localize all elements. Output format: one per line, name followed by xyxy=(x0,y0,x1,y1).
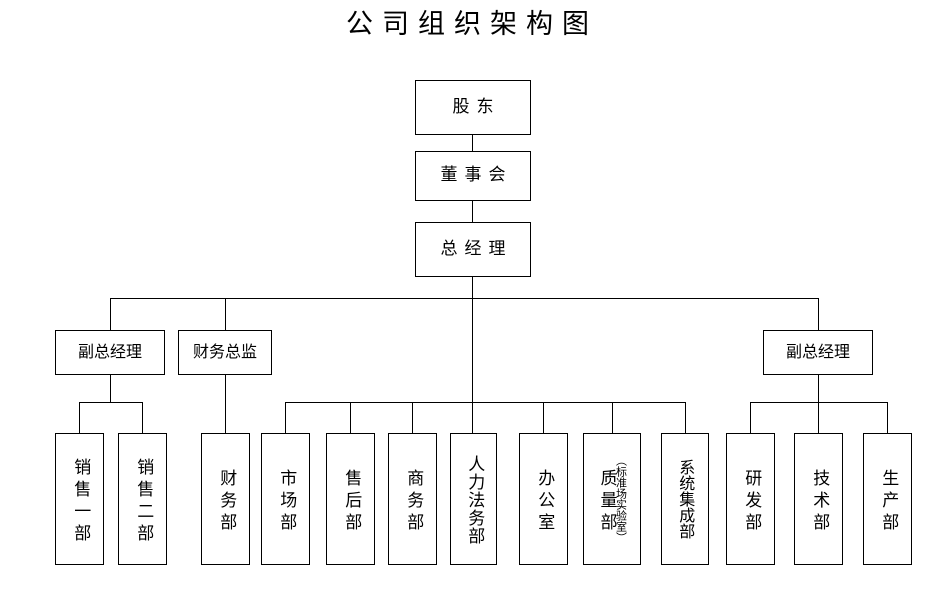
connector-bus-deputy-left xyxy=(79,402,142,403)
connector-drop-deputy-gm-left xyxy=(110,298,111,330)
node-office[interactable]: 办公室 xyxy=(519,433,568,565)
node-general-manager[interactable]: 总经理 xyxy=(415,222,531,277)
connector-drop-marketing xyxy=(285,402,286,433)
connector-drop-aftersales xyxy=(350,402,351,433)
node-shareholders[interactable]: 股东 xyxy=(415,80,531,135)
page-title: 公司组织架构图 xyxy=(346,9,598,40)
node-aftersales-dept[interactable]: 售后部 xyxy=(326,433,375,565)
connector-drop-system-integration xyxy=(685,402,686,433)
node-board-of-directors[interactable]: 董事会 xyxy=(415,151,531,201)
connector-shareholders-board xyxy=(472,135,473,156)
connector-drop-cfo xyxy=(225,298,226,330)
node-deputy-general-manager-right[interactable]: 副总经理 xyxy=(763,330,873,375)
connector-bus-level4 xyxy=(110,298,819,299)
connector-drop-office xyxy=(543,402,544,433)
connector-drop-production xyxy=(887,402,888,433)
connector-drop-sales-2 xyxy=(142,402,143,433)
node-sales-dept-1[interactable]: 销售一部 xyxy=(55,433,104,565)
node-rd-dept[interactable]: 研发部 xyxy=(726,433,775,565)
node-marketing-dept[interactable]: 市场部 xyxy=(261,433,310,565)
connector-drop-rd xyxy=(750,402,751,433)
connector-drop-quality xyxy=(612,402,613,433)
node-sales-dept-2[interactable]: 销售二部 xyxy=(118,433,167,565)
node-quality-dept-note: （标准场实验室） xyxy=(614,455,628,543)
connector-drop-deputy-gm-right xyxy=(818,298,819,330)
connector-deputy-right-stem xyxy=(818,375,819,402)
node-quality-dept[interactable]: （标准场实验室） 质量部 xyxy=(583,433,641,565)
connector-drop-business xyxy=(412,402,413,433)
connector-gm-trunk xyxy=(472,277,473,299)
node-deputy-general-manager-left[interactable]: 副总经理 xyxy=(55,330,165,375)
node-business-dept[interactable]: 商务部 xyxy=(388,433,437,565)
node-hr-legal-dept[interactable]: 人力法务部 xyxy=(450,433,497,565)
connector-bus-center xyxy=(285,402,685,403)
node-quality-dept-label: 质量部 xyxy=(596,468,617,535)
connector-gm-center-trunk xyxy=(472,298,473,402)
connector-drop-sales-1 xyxy=(79,402,80,433)
connector-cfo-finance xyxy=(225,375,226,433)
connector-drop-hr-legal xyxy=(472,402,473,433)
connector-board-gm xyxy=(472,201,473,222)
node-system-integration-dept[interactable]: 系统集成部 xyxy=(661,433,709,565)
connector-deputy-left-stem xyxy=(110,375,111,402)
connector-drop-tech xyxy=(818,402,819,433)
node-cfo[interactable]: 财务总监 xyxy=(178,330,272,375)
node-production-dept[interactable]: 生产部 xyxy=(863,433,912,565)
node-finance-dept[interactable]: 财务部 xyxy=(201,433,250,565)
node-tech-dept[interactable]: 技术部 xyxy=(794,433,843,565)
